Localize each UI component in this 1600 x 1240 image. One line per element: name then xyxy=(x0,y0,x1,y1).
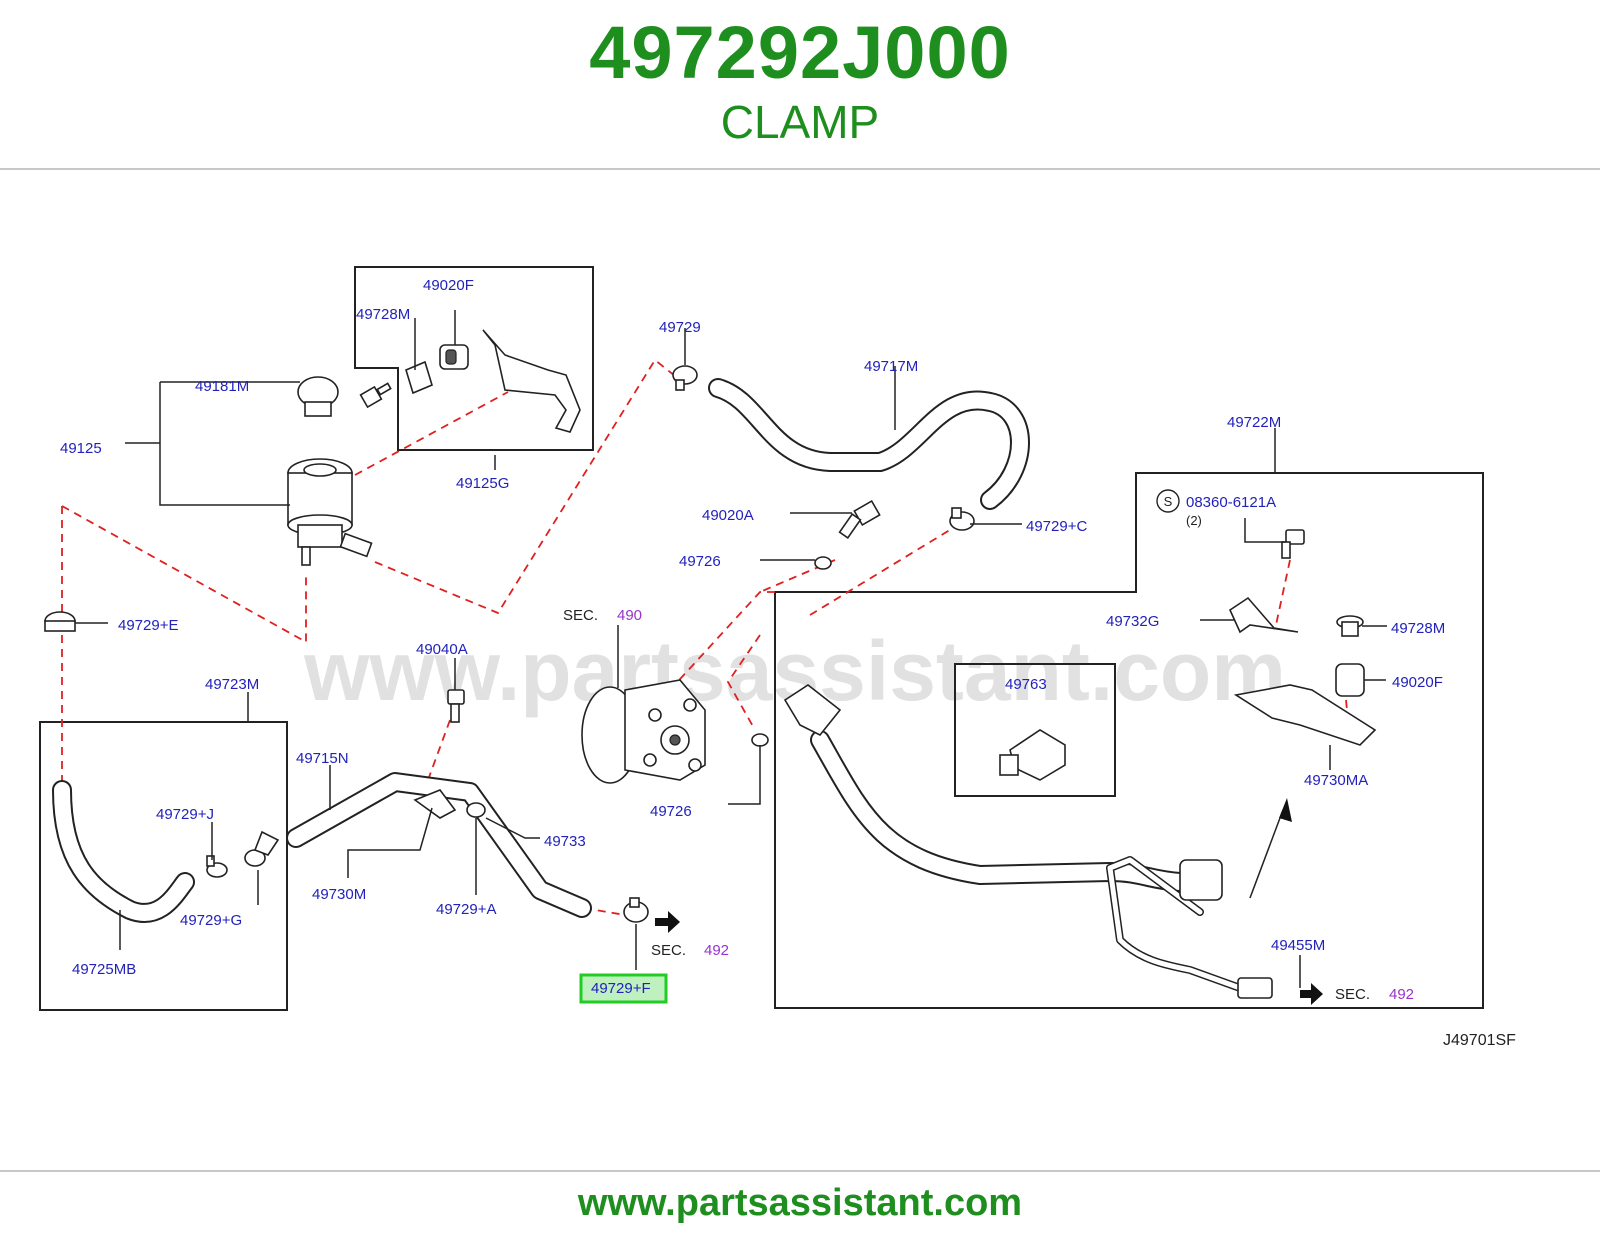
guide-line xyxy=(726,634,761,731)
clamp-49729A xyxy=(466,802,486,818)
clamp-49729 xyxy=(672,365,698,391)
high-pressure-hose-box xyxy=(774,472,1484,1009)
part-number-title: 497292J000 xyxy=(589,11,1011,94)
section-ref: SEC. xyxy=(651,942,686,959)
bracket-49125G xyxy=(482,329,581,433)
part-label[interactable]: 49181M xyxy=(195,378,249,395)
part-label-highlighted[interactable]: 49729+F xyxy=(591,980,651,997)
part-label[interactable]: 49455M xyxy=(1271,937,1325,954)
arrow-sec492-icon xyxy=(655,911,680,933)
header: 497292J000 CLAMP xyxy=(0,0,1600,168)
washer-49726-bottom xyxy=(751,733,769,747)
clamp-49729J xyxy=(206,855,228,878)
footer-divider xyxy=(0,1170,1600,1172)
bracket-group-box xyxy=(354,266,594,451)
bracket-49730MA xyxy=(1233,684,1377,746)
section-ref-number[interactable]: 490 xyxy=(617,607,642,624)
footer-url[interactable]: www.partsassistant.com xyxy=(577,1182,1023,1224)
bolt-49020A xyxy=(838,499,881,539)
section-ref: SEC. xyxy=(1335,986,1370,1003)
guide-line xyxy=(374,358,681,615)
part-label[interactable]: 49728M xyxy=(1391,620,1445,637)
sensor-box xyxy=(954,663,1116,797)
collar-49728M-top xyxy=(405,360,433,395)
part-label[interactable]: 49040A xyxy=(416,641,468,658)
tube-connector xyxy=(1179,859,1223,901)
lower-left-hose-box xyxy=(39,721,288,1011)
section-ref-number[interactable]: 492 xyxy=(1389,986,1414,1003)
bracket-49732G xyxy=(1228,596,1299,634)
part-label[interactable]: 08360-6121A xyxy=(1186,494,1276,511)
washer-49726-top xyxy=(814,556,832,570)
part-label[interactable]: 49125G xyxy=(456,475,509,492)
part-label[interactable]: 49729+G xyxy=(180,912,242,929)
guide-line xyxy=(61,505,307,644)
part-label[interactable]: 49729+A xyxy=(436,901,496,918)
s-symbol-text: S xyxy=(1164,494,1173,509)
part-label[interactable]: 49725MB xyxy=(72,961,136,978)
section-ref: SEC. xyxy=(563,607,598,624)
section-ref-number[interactable]: 492 xyxy=(704,942,729,959)
part-label[interactable]: 49125 xyxy=(60,440,102,457)
quantity-note: (2) xyxy=(1186,513,1202,528)
part-label[interactable]: 49020A xyxy=(702,507,754,524)
part-label[interactable]: 49729+E xyxy=(118,617,178,634)
part-label[interactable]: 49020F xyxy=(423,277,474,294)
arrow-up-icon xyxy=(1279,798,1292,822)
pressure-sensor-49763 xyxy=(999,729,1066,781)
part-label[interactable]: 49729 xyxy=(659,319,701,336)
guide-line xyxy=(809,524,959,616)
guide-line xyxy=(354,391,509,476)
bracket-49730M xyxy=(413,789,457,819)
target-part-highlight xyxy=(579,973,668,1004)
part-label[interactable]: 49020F xyxy=(1392,674,1443,691)
part-label[interactable]: 49728M xyxy=(356,306,410,323)
part-label[interactable]: 49733 xyxy=(544,833,586,850)
guide-line xyxy=(427,719,451,781)
part-name-subtitle: CLAMP xyxy=(720,96,880,148)
part-label[interactable]: 49717M xyxy=(864,358,918,375)
clamp-49729F xyxy=(623,897,649,923)
parts-diagram-svg: www.partsassistant.com xyxy=(39,266,1516,1049)
part-label[interactable]: 49722M xyxy=(1227,414,1281,431)
bolt-49040A xyxy=(447,689,465,723)
bolt-icon xyxy=(359,382,392,409)
hose-fitting-banjo xyxy=(783,684,842,737)
part-label[interactable]: 49726 xyxy=(650,803,692,820)
clamp-49729C xyxy=(949,507,975,531)
grommet-49020F-right xyxy=(1335,663,1365,697)
arrow-sec492-icon xyxy=(1300,983,1323,1005)
part-label[interactable]: 49729+C xyxy=(1026,518,1087,535)
guide-line xyxy=(1275,559,1291,626)
clamp-49729E xyxy=(44,611,76,632)
parts-diagram: www.partsassistant.com xyxy=(0,170,1600,1170)
reservoir-cap-49181M xyxy=(297,376,339,417)
collar-49728M-right xyxy=(1336,615,1364,637)
guide-line xyxy=(669,591,775,691)
clamp-49729G xyxy=(244,830,280,867)
s-symbol-icon xyxy=(1156,489,1180,513)
part-label[interactable]: 49726 xyxy=(679,553,721,570)
diagram-code: J49701SF xyxy=(1443,1032,1516,1049)
part-label[interactable]: 49730MA xyxy=(1304,772,1368,789)
header-divider xyxy=(0,168,1600,170)
flare-nut xyxy=(1237,977,1273,999)
part-label[interactable]: 49715N xyxy=(296,750,349,767)
reservoir-tank-49125 xyxy=(287,458,373,566)
part-label[interactable]: 49730M xyxy=(312,886,366,903)
part-label[interactable]: 49723M xyxy=(205,676,259,693)
power-steering-pump xyxy=(581,679,706,784)
bolt-08360-6121A xyxy=(1281,529,1305,559)
part-label[interactable]: 49732G xyxy=(1106,613,1159,630)
part-label[interactable]: 49729+J xyxy=(156,806,214,823)
part-label[interactable]: 49763 xyxy=(1005,676,1047,693)
